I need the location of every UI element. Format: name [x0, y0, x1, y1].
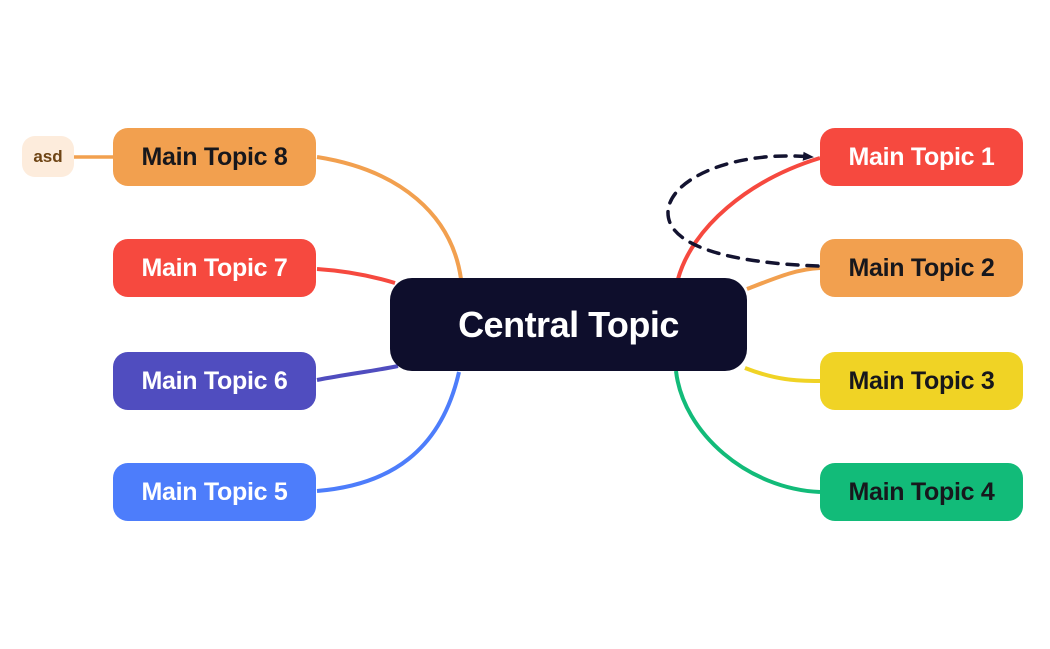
relationship-arrow-main-topic-2-to-main-topic-1[interactable] — [666, 151, 820, 268]
connector-main-topic-8-to-central — [316, 155, 463, 280]
main-topic-1-node[interactable]: Main Topic 1 — [820, 128, 1023, 186]
main-topic-8-node[interactable]: Main Topic 8 — [113, 128, 316, 186]
main-topic-2-node[interactable]: Main Topic 2 — [820, 239, 1023, 297]
main-topic-6-node[interactable]: Main Topic 6 — [113, 352, 316, 410]
annotation-node[interactable]: asd — [22, 136, 74, 177]
central-topic-node[interactable]: Central Topic — [390, 278, 747, 371]
main-topic-5-node[interactable]: Main Topic 5 — [113, 463, 316, 521]
connector-central-to-main-topic-3 — [744, 366, 821, 383]
connector-main-topic-7-to-central — [316, 267, 396, 285]
connector-central-to-main-topic-4 — [674, 370, 821, 494]
connector-central-to-main-topic-2 — [746, 266, 821, 291]
main-topic-7-node[interactable]: Main Topic 7 — [113, 239, 316, 297]
connector-main-topic-5-to-central — [316, 371, 461, 493]
main-topic-3-node[interactable]: Main Topic 3 — [820, 352, 1023, 410]
main-topic-4-node[interactable]: Main Topic 4 — [820, 463, 1023, 521]
connector-main-topic-6-to-central — [316, 364, 399, 382]
